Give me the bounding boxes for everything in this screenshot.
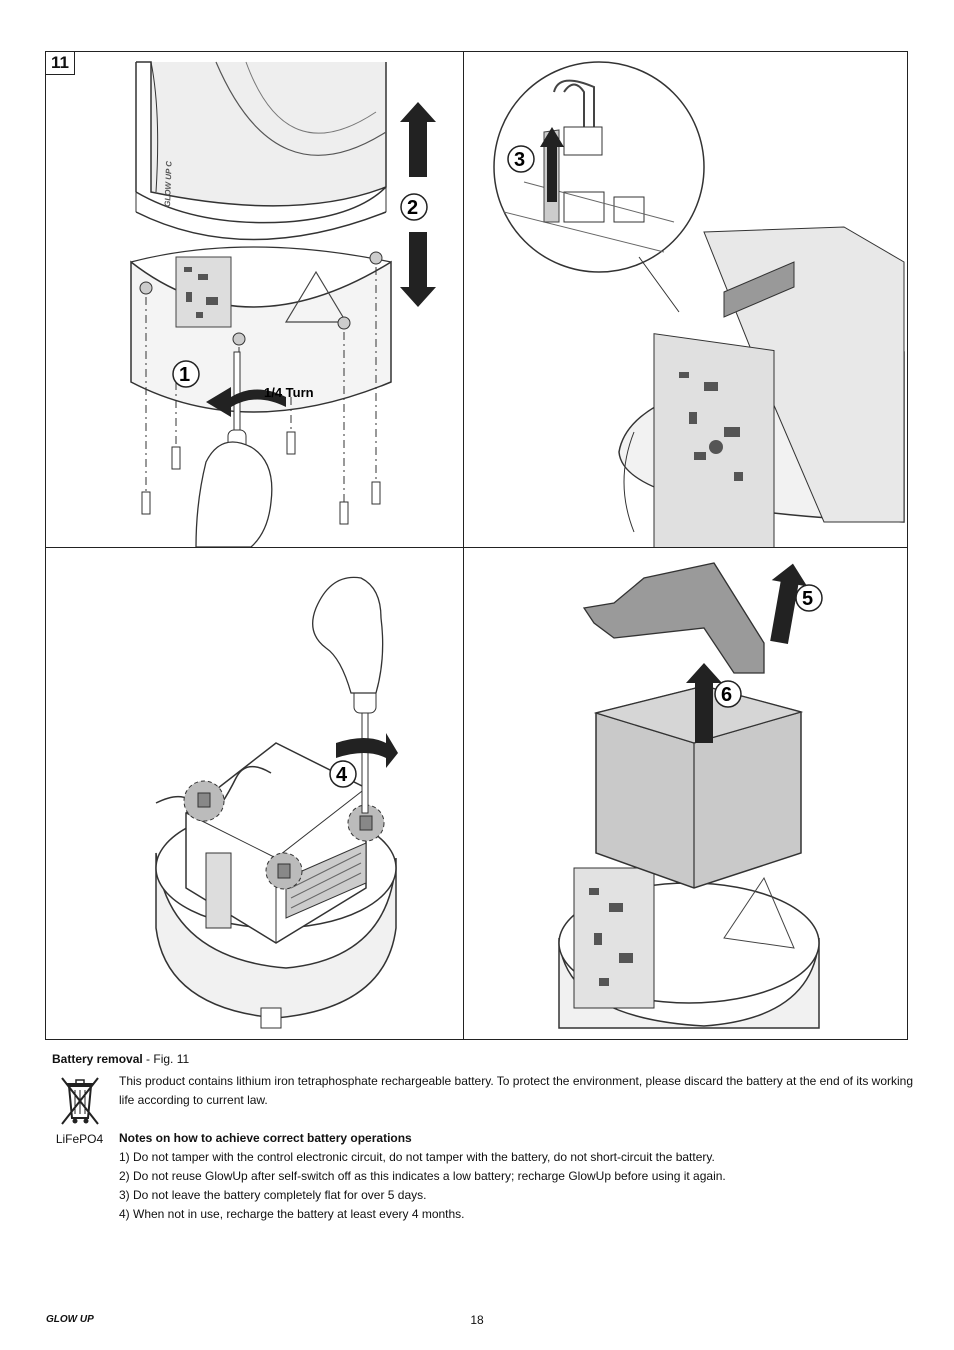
panel-step-5-6: 5 6 [464,548,908,1040]
step-6-label: 6 [721,684,732,706]
up-arrow-icon [686,663,722,743]
figure-reference: - Fig. 11 [142,1052,190,1066]
battery-removal-section: Battery removal - Fig. 11 LiFePO4 This p… [52,1050,913,1221]
panel-step-1-2: GLOW UP C [46,52,463,547]
rotate-arrow-icon [206,387,286,417]
step-5-label: 5 [802,588,813,610]
recycling-block: LiFePO4 [52,1074,107,1149]
panel-divider-horizontal [46,547,907,548]
panel-step-4: 4 [46,548,463,1040]
intro-paragraph: This product contains lithium iron tetra… [119,1074,914,1107]
up-arrow-icon [400,102,436,177]
rotate-arrow-icon [336,733,398,768]
device-label: GLOW UP C [163,161,174,207]
note-item: 2) Do not reuse GlowUp after self-switch… [119,1169,726,1183]
bracket-unscrew-illustration: 4 [155,576,398,1029]
panel-divider-vertical [463,52,464,1039]
battery-chemistry-label: LiFePO4 [55,1132,104,1146]
up-arrow-icon [770,563,808,644]
note-item: 1) Do not tamper with the control electr… [119,1150,715,1164]
up-arrow-icon [540,127,564,202]
page-number: 18 [470,1313,484,1327]
figure-11: GLOW UP C [45,51,908,1040]
connector-illustration: 3 [493,61,905,547]
footer-brand: GLOW UP [46,1314,94,1325]
crossed-bin-icon [60,1077,99,1125]
step-2-label: 2 [407,197,418,219]
panel-step-3: 3 [464,52,908,547]
step-3-label: 3 [514,149,525,171]
battery-lift-illustration: 5 6 [558,562,823,1029]
lamp-unscrew-illustration: GLOW UP C [130,61,436,547]
note-item: 3) Do not leave the battery completely f… [119,1188,427,1202]
section-title: Battery removal [52,1052,143,1066]
step-4-label: 4 [336,764,348,786]
note-item: 4) When not in use, recharge the battery… [119,1207,465,1221]
step-1-label: 1 [179,364,190,386]
section-body: This product contains lithium iron tetra… [119,1072,914,1224]
figure-number: 11 [46,52,75,75]
down-arrow-icon [400,232,436,307]
notes-title: Notes on how to achieve correct battery … [119,1131,412,1145]
turn-label: 1/4 Turn [264,385,314,400]
section-heading: Battery removal - Fig. 11 [52,1050,912,1069]
